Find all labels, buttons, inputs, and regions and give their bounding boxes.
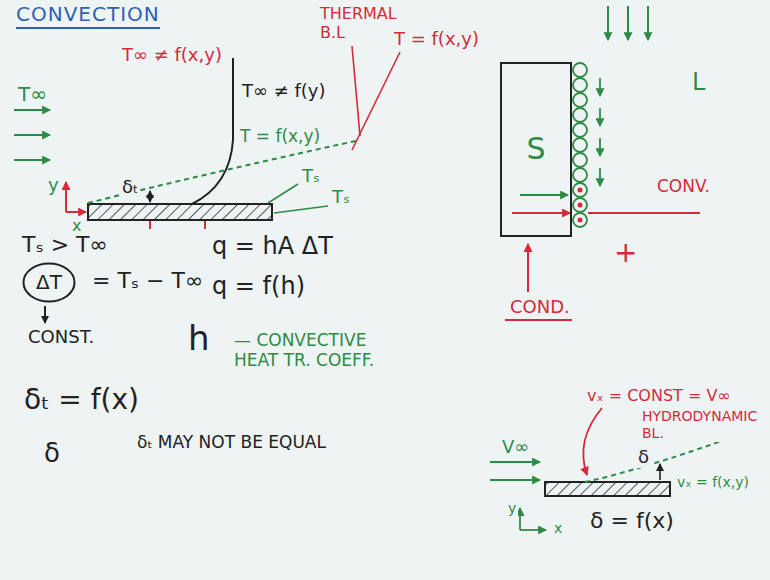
flow-arrows	[599, 168, 601, 186]
heated-particles	[578, 188, 583, 193]
label-text: T∞	[16, 82, 49, 106]
fluid-particles	[573, 138, 587, 152]
flow-arrows	[520, 194, 568, 196]
fluid-particles	[573, 183, 587, 197]
cond-pointer	[527, 244, 529, 292]
leader-arrow	[583, 408, 602, 475]
circle-outline	[24, 264, 75, 302]
flow-arrows	[599, 78, 601, 96]
conduction-arrow	[512, 212, 570, 214]
title: CONVECTION	[16, 2, 160, 29]
label-text: y	[46, 174, 61, 196]
free-stream-arrows	[14, 110, 50, 160]
circled-term: ΔT	[22, 262, 76, 303]
label-text: δ	[42, 438, 62, 469]
heated-particles	[578, 218, 583, 223]
label-text: vₓ = f(x,y)	[675, 474, 751, 491]
falling-fluid-arrows	[627, 6, 629, 40]
temperature-profile	[192, 58, 233, 204]
label-text: V∞	[500, 436, 531, 458]
label-text: x	[552, 520, 564, 537]
axes	[520, 508, 546, 530]
fluid-particles	[573, 213, 587, 227]
heat-marks	[204, 221, 206, 229]
node-text: S	[526, 132, 545, 167]
leader-lines	[268, 184, 298, 203]
label-text: = Tₛ − T∞	[90, 268, 205, 294]
label-text: THERMAL B.L	[318, 4, 402, 42]
falling-fluid-arrows	[607, 6, 609, 40]
flow-arrows	[520, 78, 600, 195]
label-text: T = f(x,y)	[238, 126, 322, 146]
fluid-particles	[573, 153, 587, 167]
label-text: δ = f(x)	[588, 508, 676, 534]
velocity-arrows	[490, 462, 540, 480]
fluid-particles	[573, 108, 587, 122]
label-text: +	[612, 236, 639, 270]
axes	[519, 508, 521, 530]
fluid-particles	[573, 168, 587, 182]
axes	[65, 182, 67, 212]
label-text: CONST.	[26, 326, 96, 348]
label-text: vₓ = CONST = V∞	[585, 386, 733, 405]
velocity-arrows	[490, 479, 540, 481]
label-text: L	[690, 68, 707, 97]
axes	[66, 182, 86, 212]
label-text: q = hA ΔT	[210, 232, 335, 261]
label-text: Tₛ > T∞	[20, 232, 110, 258]
label-text: δₜ	[120, 176, 140, 198]
flow-arrows	[599, 108, 601, 126]
label-text: — CONVECTIVE HEAT TR. COEFF.	[232, 330, 396, 371]
thickness-arrow	[149, 191, 151, 202]
heat-marks	[150, 221, 205, 229]
leader-lines	[352, 52, 400, 150]
heated-particles	[578, 203, 583, 208]
fluid-particles	[573, 123, 587, 137]
falling-fluid-arrows	[608, 6, 648, 40]
velocity-arrows	[490, 461, 540, 463]
heat-marks	[149, 221, 151, 229]
label-text: COND.	[508, 296, 572, 318]
flat-plate	[545, 482, 670, 496]
leader-lines	[274, 206, 328, 213]
convection-line	[588, 212, 700, 214]
const-arrow	[44, 306, 46, 323]
fluid-particles	[573, 63, 587, 77]
label-text: Tₛ	[300, 165, 322, 187]
cond-underline	[505, 319, 572, 321]
label-text: q = f(h)	[210, 272, 307, 301]
label-text: δ	[636, 446, 651, 468]
axes	[66, 211, 86, 213]
fluid-particles	[573, 198, 587, 212]
thermal-boundary-layer	[88, 140, 360, 203]
axes	[520, 529, 546, 531]
label-text: Tₛ	[330, 186, 352, 208]
label-text: T∞ ≠ f(y)	[240, 80, 328, 102]
label-text: y	[506, 500, 518, 517]
free-stream-arrows	[14, 134, 50, 136]
heated-particles	[578, 188, 583, 223]
label-text: HYDRODYNAMIC BL.	[640, 408, 762, 442]
label-text: CONV.	[655, 176, 712, 196]
fluid-particles	[573, 63, 587, 227]
heated-plate	[88, 204, 272, 220]
free-stream-arrows	[14, 109, 50, 111]
thickness-arrow	[659, 464, 661, 480]
solid-wall-box: S	[500, 62, 572, 237]
flow-arrows	[599, 138, 601, 156]
node-text: ΔT	[36, 271, 62, 294]
label-text: δₜ = f(x)	[22, 383, 141, 417]
fluid-particles	[573, 78, 587, 92]
falling-fluid-arrows	[647, 6, 649, 40]
free-stream-arrows	[14, 159, 50, 161]
label-text: δₜ MAY NOT BE EQUAL	[135, 432, 329, 452]
fluid-particles	[573, 93, 587, 107]
label-text: T∞ ≠ f(x,y)	[120, 44, 224, 66]
label-text: h	[186, 318, 212, 359]
label-text: T = f(x,y)	[392, 28, 481, 50]
leader-lines	[352, 46, 360, 136]
